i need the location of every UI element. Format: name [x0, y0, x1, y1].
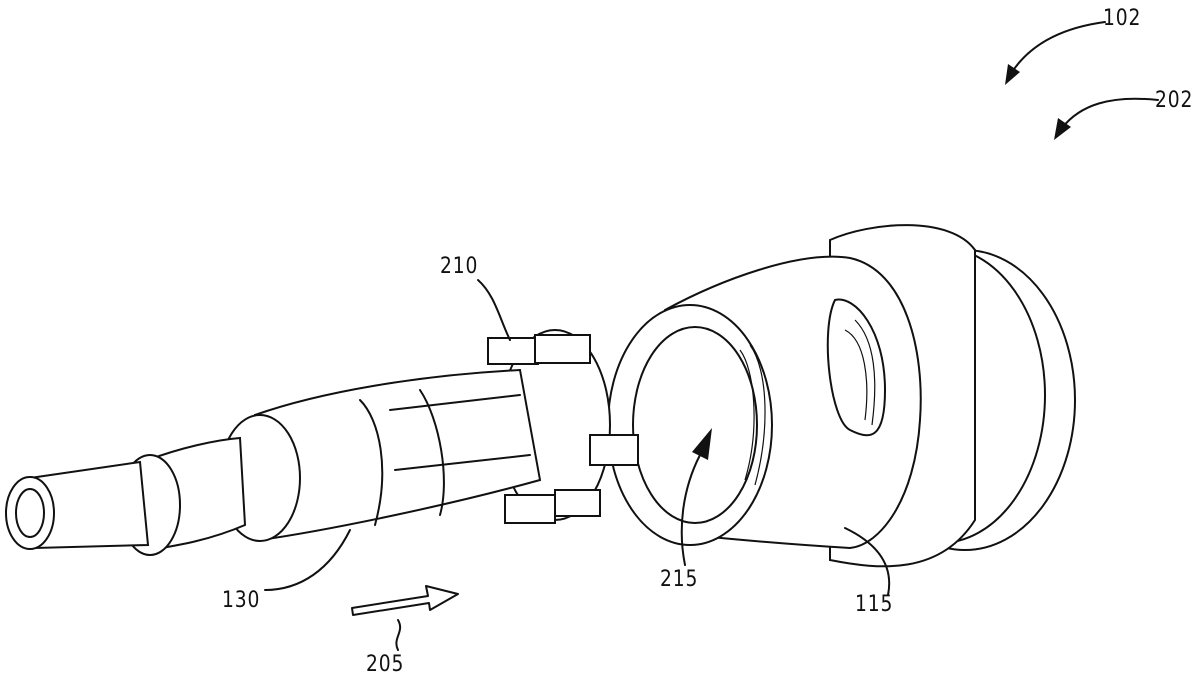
plunger-130 — [5, 368, 542, 556]
label-130: 130 — [222, 588, 261, 613]
label-202: 202 — [1155, 88, 1194, 113]
leader-210 — [477, 279, 511, 341]
direction-arrow-205 — [351, 585, 459, 651]
leader-130 — [264, 529, 351, 591]
label-210: 210 — [440, 254, 479, 279]
housing-115 — [607, 224, 1076, 568]
label-215: 215 — [660, 567, 699, 592]
leader-102 — [1005, 21, 1106, 85]
label-102: 102 — [1103, 6, 1142, 31]
label-115: 115 — [855, 592, 894, 617]
rotation-arrow-215 — [680, 428, 712, 566]
leader-202 — [1054, 97, 1159, 140]
leader-115 — [844, 527, 891, 596]
label-205: 205 — [366, 652, 405, 677]
